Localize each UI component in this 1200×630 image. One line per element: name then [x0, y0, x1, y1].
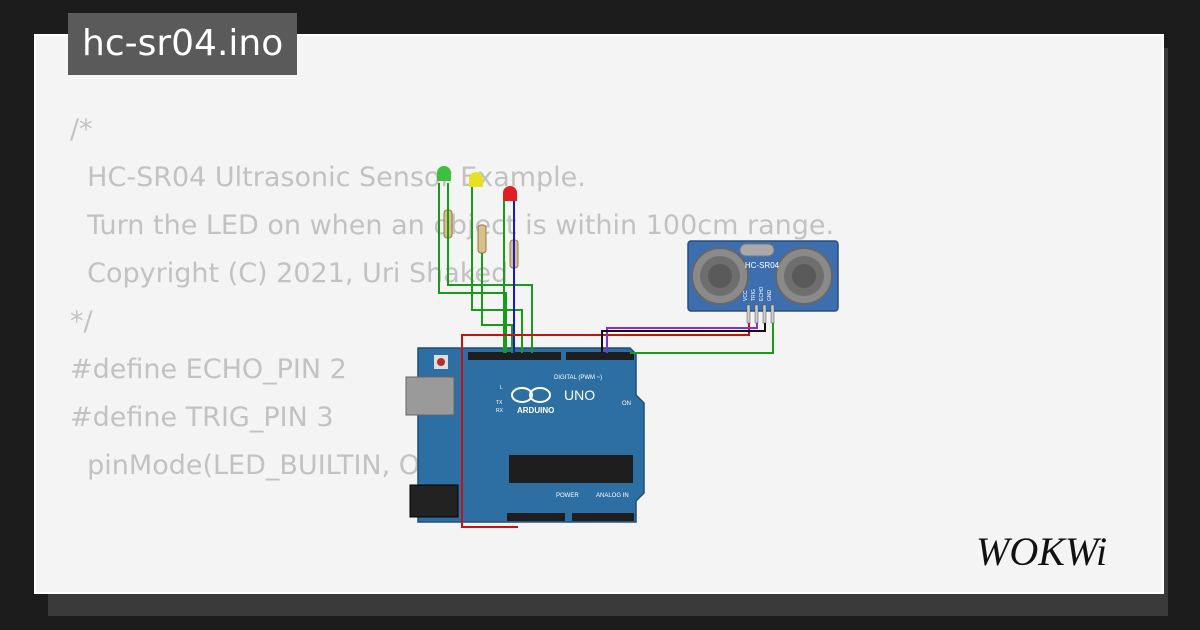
- sensor-pin-label: VCC: [743, 290, 749, 301]
- wires: [438, 183, 774, 528]
- project-title: hc-sr04.ino: [68, 13, 298, 75]
- yellow-led: [469, 172, 483, 187]
- code-line: */: [70, 306, 93, 337]
- code-line: #define ECHO_PIN 2: [70, 354, 347, 385]
- analog-pins-label: ANALOG IN: [596, 493, 629, 499]
- red-led: [503, 186, 517, 201]
- code-line: Turn the LED on when an object is within…: [87, 210, 835, 241]
- sensor-pin-label: ECHO: [759, 286, 765, 301]
- digital-pins-label: DIGITAL (PWM ~): [554, 375, 602, 381]
- l-led-label: L: [500, 385, 503, 391]
- brand-text: WOKWi: [976, 529, 1107, 574]
- board-model: UNO: [564, 387, 595, 403]
- code-line: #define TRIG_PIN 3: [70, 402, 334, 433]
- code-line: Copyright (C) 2021, Uri Shaked: [70, 258, 509, 289]
- resistor: [477, 224, 487, 254]
- preview-card: /* HC-SR04 Ultrasonic Sensor Example. Tu…: [34, 34, 1164, 594]
- wokwi-logo: WOKWi: [976, 529, 1107, 574]
- power-pins-label: POWER: [556, 493, 579, 499]
- code-line: /*: [70, 114, 93, 145]
- sensor-label: HC-SR04: [745, 261, 780, 270]
- power-led-label: ON: [622, 401, 631, 407]
- code-preview: /* HC-SR04 Ultrasonic Sensor Example. Tu…: [70, 106, 834, 490]
- green-led: [437, 166, 451, 181]
- tx-led-label: TX: [496, 400, 503, 406]
- sensor-pin-label: TRIG: [751, 289, 757, 301]
- code-line: HC-SR04 Ultrasonic Sensor Example.: [70, 162, 586, 193]
- board-brand: ARDUINO: [517, 406, 554, 415]
- circuit-diagram: HC-SR04 VCC TRIG ECHO GND UNO ARDUINO DI…: [405, 166, 839, 528]
- ultrasonic-sensor: HC-SR04 VCC TRIG ECHO GND: [687, 240, 839, 324]
- arduino-uno-board: UNO ARDUINO DIGITAL (PWM ~) POWER ANALOG…: [405, 347, 645, 523]
- sensor-pin-label: GND: [767, 290, 773, 302]
- rx-led-label: RX: [496, 408, 504, 414]
